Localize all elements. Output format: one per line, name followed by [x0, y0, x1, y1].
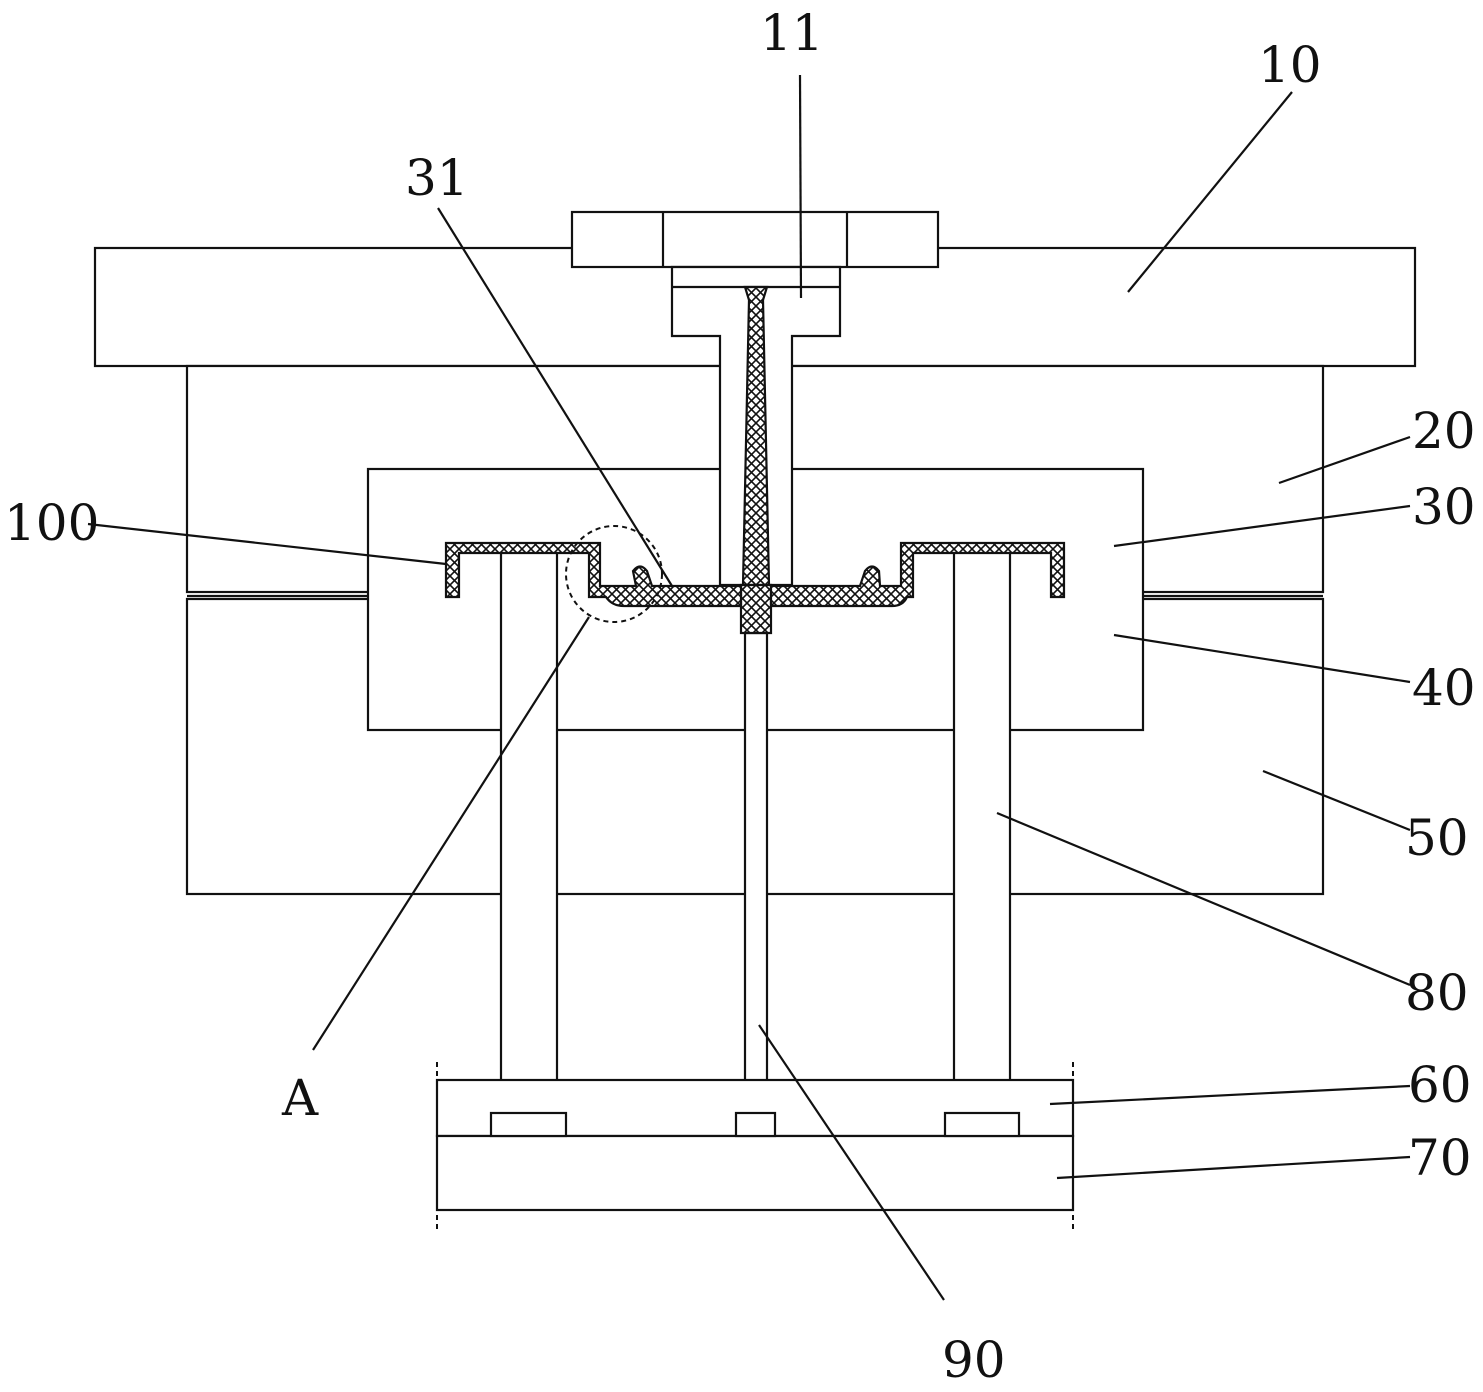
locating-ring [570, 210, 940, 269]
label-30: 30 [1412, 478, 1476, 536]
leader-a [312, 616, 590, 1051]
ejector-pin-head-right [943, 1111, 1021, 1138]
leader-100 [87, 522, 447, 566]
sprue-puller-pin [743, 631, 769, 1117]
ejector-pin-left [499, 548, 559, 1117]
detail-a-circle [565, 525, 663, 623]
label-40: 40 [1412, 659, 1476, 717]
leader-70 [1056, 1155, 1411, 1180]
ejector-pin-head-left [489, 1111, 568, 1138]
leader-40 [1113, 633, 1411, 684]
leader-10 [1127, 91, 1293, 293]
leader-31 [437, 207, 673, 587]
label-80: 80 [1405, 964, 1469, 1022]
ejector-pin-right [952, 548, 1012, 1117]
puller-pin-head [734, 1111, 777, 1138]
label-11: 11 [760, 4, 824, 62]
label-90: 90 [942, 1331, 1006, 1389]
label-10: 10 [1258, 36, 1322, 94]
leader-20 [1278, 435, 1411, 485]
label-20: 20 [1412, 402, 1476, 460]
label-a: A [281, 1069, 319, 1127]
ejector-plate [435, 1134, 1075, 1212]
cold-slug [739, 583, 773, 635]
label-50: 50 [1405, 809, 1469, 867]
leader-90 [758, 1024, 945, 1301]
label-31: 31 [405, 149, 469, 207]
molded-part-right [769, 541, 1066, 608]
leader-80 [996, 811, 1411, 987]
label-60: 60 [1408, 1056, 1472, 1114]
label-70: 70 [1408, 1129, 1472, 1187]
leader-60 [1049, 1084, 1411, 1106]
label-100: 100 [4, 494, 99, 552]
leader-50 [1262, 769, 1411, 832]
leader-30 [1113, 504, 1411, 548]
leader-11 [798, 74, 803, 299]
molded-part-left [444, 541, 743, 608]
